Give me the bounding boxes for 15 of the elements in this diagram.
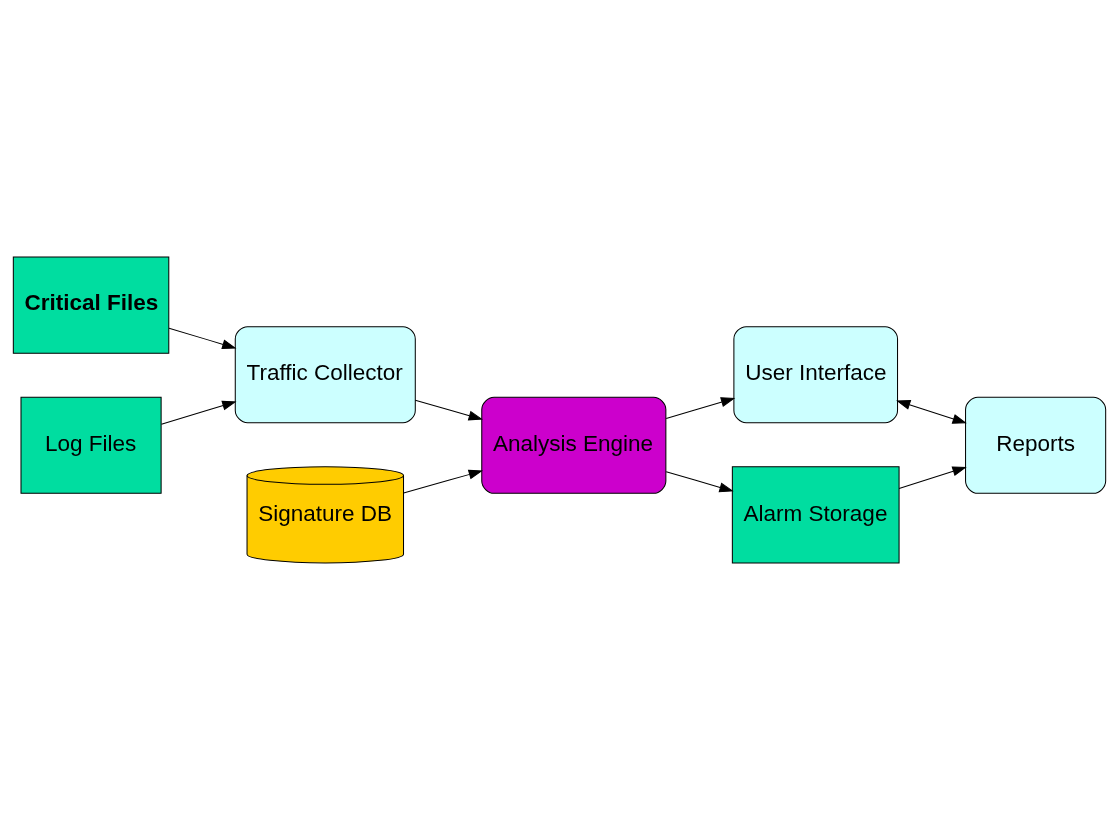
node-box: User Interface bbox=[733, 326, 899, 424]
arrow bbox=[414, 399, 483, 421]
node-box: Critical Files bbox=[12, 256, 170, 354]
arrow bbox=[665, 471, 734, 493]
arrow bbox=[168, 327, 237, 350]
arrow bbox=[896, 400, 967, 424]
arrow bbox=[898, 466, 967, 490]
node-box: Analysis Engine bbox=[481, 396, 667, 494]
node-box: Traffic Collector bbox=[234, 326, 416, 424]
node-box: Alarm Storage bbox=[731, 466, 900, 564]
node-box: Log Files bbox=[20, 396, 162, 494]
arrow bbox=[665, 397, 736, 419]
arrow bbox=[403, 469, 483, 494]
arrow bbox=[160, 400, 237, 425]
node-box: Reports bbox=[965, 396, 1107, 494]
